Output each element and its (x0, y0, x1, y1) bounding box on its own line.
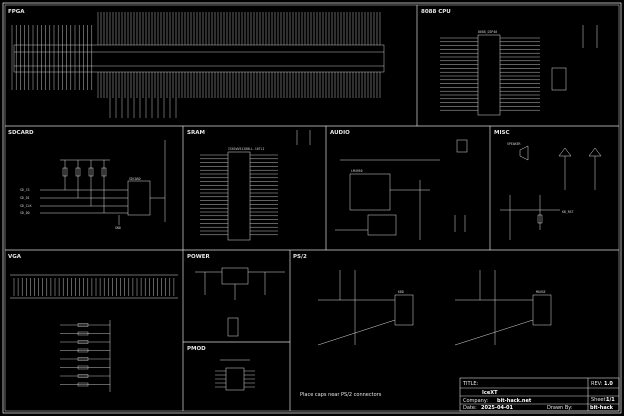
title-block (459, 377, 620, 412)
sram-pins (200, 154, 278, 236)
net-sd-do: SD_DO (20, 211, 30, 215)
sram-part-label: IS61WV5128BLL-10TLI (228, 147, 265, 151)
drawn-label: Drawn By: (547, 405, 573, 411)
vga-schematic (10, 274, 178, 392)
fpga-chip-body (13, 44, 385, 73)
title-label: TITLE: (462, 381, 479, 387)
section-title-audio: AUDIO (330, 130, 350, 136)
section-title-fpga: FPGA (8, 9, 25, 15)
vga-resistor (77, 348, 89, 353)
date-value: 2025-04-01 (481, 405, 514, 411)
cpu-pins (440, 37, 540, 111)
caps-note: Place caps near PS/2 connectors (300, 392, 382, 398)
section-title-vga: VGA (8, 254, 22, 260)
net-sd-di: SD_DI (20, 196, 30, 200)
vga-resistor (77, 357, 89, 361)
audio-schematic (335, 139, 468, 240)
section-title-cpu: 8088 CPU (421, 9, 451, 15)
ps2-schematic (317, 270, 552, 346)
section-title-sdcard: SDCARD (8, 130, 34, 136)
audio-part-label: LM4950 (351, 169, 363, 173)
date-label: Date: (463, 405, 477, 411)
misc-kb-rst-label: KB_RST (562, 210, 574, 214)
ps2-kbd-label: KBD (398, 290, 404, 294)
vga-resistor (77, 323, 89, 327)
vga-resistor (77, 340, 89, 344)
vga-resistor (77, 382, 89, 387)
section-title-power: POWER (187, 254, 211, 260)
cpu-part-label: 8088_DIP40 (478, 30, 497, 34)
vga-resistor (77, 331, 89, 336)
section-title-misc: MISC (494, 130, 510, 136)
sram-schematic (227, 130, 311, 241)
power-schematic (195, 267, 285, 337)
section-title-sram: SRAM (187, 130, 205, 136)
misc-speaker-label: SPEAKER (507, 142, 521, 146)
section-dividers (5, 5, 619, 411)
sdcard-gnd: GND (115, 226, 121, 230)
pmod-pins (215, 370, 255, 388)
company-value: bit-hack.net (497, 398, 532, 404)
net-sd-clk: SD_CLK (20, 204, 32, 208)
sheet-label: Sheet: (591, 397, 607, 403)
company-label: Company: (463, 398, 488, 404)
inner-frame (4, 4, 620, 412)
title-value: IceXT (482, 390, 498, 396)
sdcard-connector-label: SDCARD (129, 177, 141, 181)
vga-resistor (77, 374, 89, 378)
fpga-schematic (11, 12, 385, 118)
drawn-value: bit-hack (590, 405, 614, 411)
section-title-pmod: PMOD (187, 346, 206, 352)
vga-resistor (77, 365, 89, 370)
rev-label: REV: (591, 381, 603, 387)
ps2-mouse-label: MOUSE (536, 290, 546, 294)
cpu-schematic (477, 25, 598, 116)
sheet-value: 1/1 (606, 397, 615, 403)
section-title-ps2: PS/2 (293, 254, 307, 260)
sdcard-schematic (40, 140, 166, 225)
net-sd-cs: SD_CS (20, 188, 30, 192)
rev-value: 1.0 (604, 381, 613, 387)
misc-schematic (500, 145, 602, 240)
